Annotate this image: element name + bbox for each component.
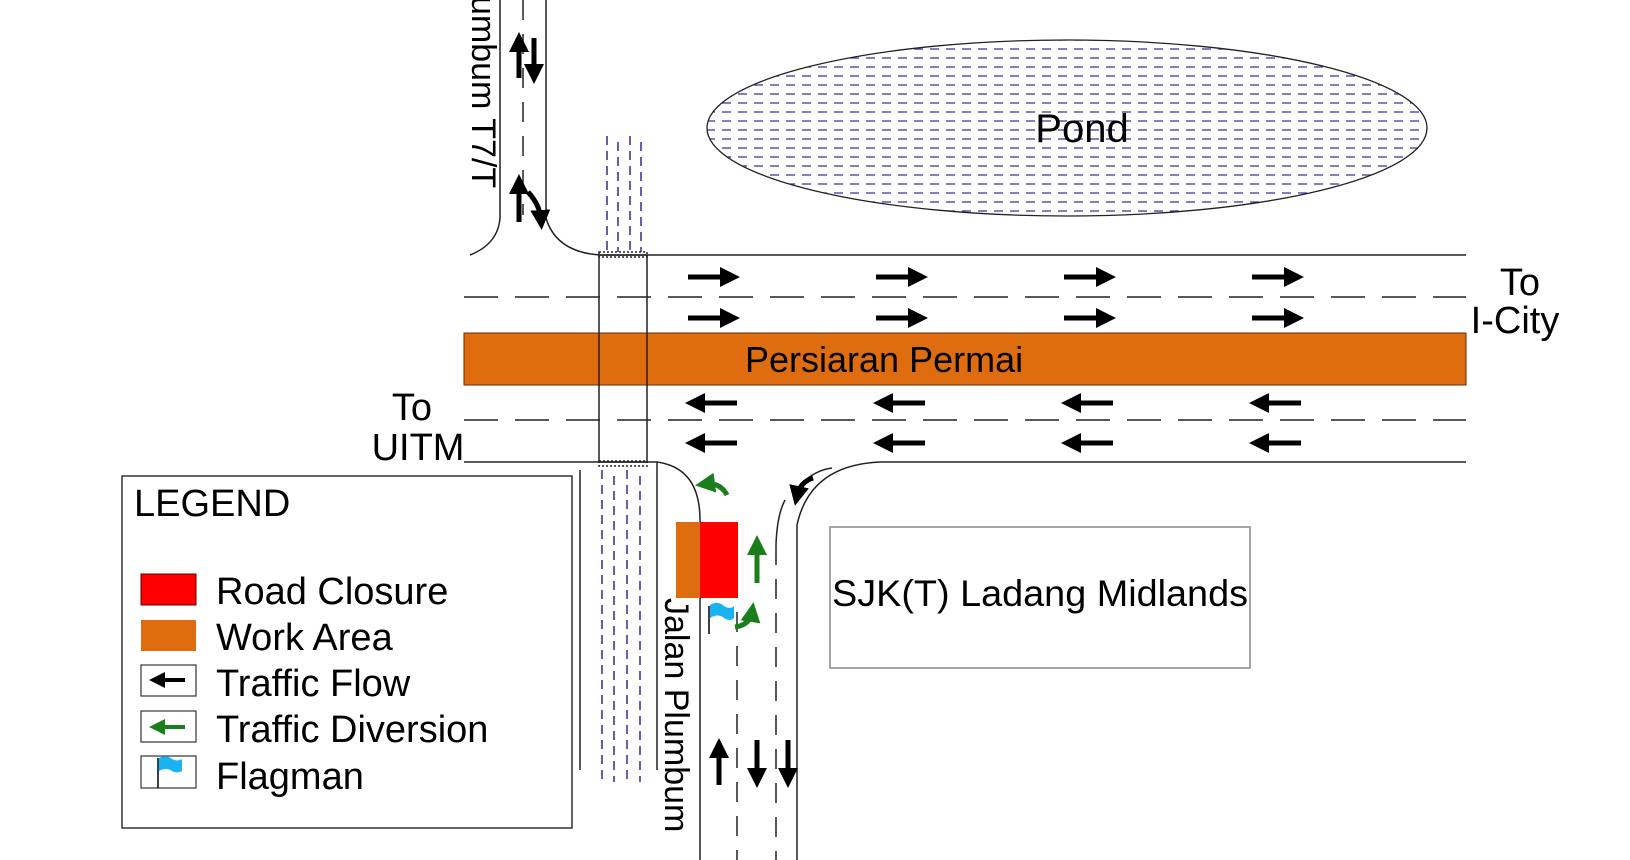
legend-title: LEGEND <box>134 483 290 525</box>
traffic-flow-arrows-eastbound <box>688 267 1304 328</box>
main-road: Persiaran Permai <box>463 254 1467 463</box>
destination-west-line1: To <box>392 387 432 429</box>
work-area-swatch <box>141 620 196 651</box>
traffic-flow-arrows-westbound <box>685 393 1301 453</box>
school-building: SJK(T) Ladang Midlands <box>829 526 1251 669</box>
legend-item-label: Traffic Diversion <box>216 709 488 751</box>
drain-lower <box>601 470 641 782</box>
side-road-bottom <box>579 461 1466 860</box>
pond: Pond <box>706 39 1428 217</box>
legend-box <box>121 475 573 829</box>
destination-east-line2: I-City <box>1471 300 1560 342</box>
work-zone <box>676 522 738 634</box>
traffic-diversion-arrow-icon <box>140 710 197 743</box>
school-label: SJK(T) Ladang Midlands <box>832 573 1248 614</box>
work-area <box>676 522 700 598</box>
flagman-flag-icon <box>708 602 734 634</box>
side-road-top-label: umbum T7/T <box>464 0 502 188</box>
destination-uitm: To UITM <box>372 387 465 469</box>
main-road-label: Persiaran Permai <box>745 339 1023 380</box>
road-closure-swatch <box>140 573 197 606</box>
traffic-flow-arrow-icon <box>140 664 197 697</box>
destination-east-line1: To <box>1500 262 1540 304</box>
flagman-flag-icon <box>140 755 197 789</box>
pond-label: Pond <box>1035 107 1128 151</box>
traffic-flow-arrows-bottom-road <box>709 475 814 788</box>
culvert <box>598 251 648 467</box>
legend-item-label: Road Closure <box>216 571 448 613</box>
legend-item-label: Work Area <box>216 617 394 659</box>
legend: LEGEND Road Closure Work Area Traffic Fl… <box>121 475 573 829</box>
drain-upper <box>606 136 642 252</box>
legend-item-label: Traffic Flow <box>216 663 411 705</box>
traffic-diversion-arrows <box>695 472 767 630</box>
side-road-top <box>469 0 601 256</box>
side-road-bottom-label: Jalan Plumbum <box>657 598 695 832</box>
destination-i-city: To I-City <box>1471 262 1560 342</box>
road-closure <box>700 522 738 598</box>
legend-item-label: Flagman <box>216 756 364 798</box>
destination-west-line2: UITM <box>372 427 465 469</box>
traffic-flow-arrows-top-road <box>509 32 551 230</box>
